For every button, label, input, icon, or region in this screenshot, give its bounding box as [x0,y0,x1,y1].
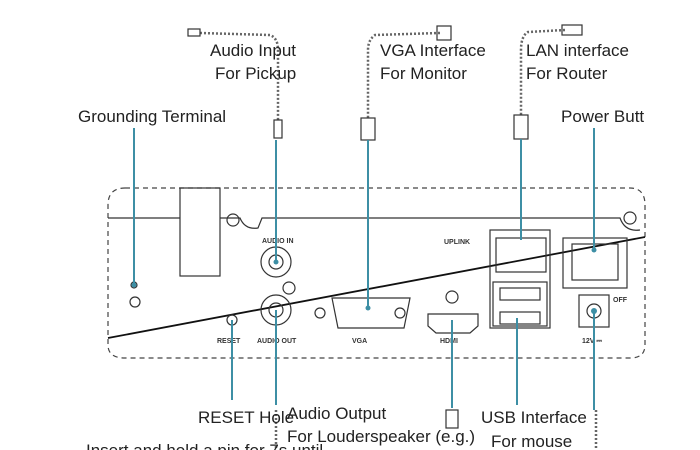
vga-panel-label: VGA [352,338,367,345]
usb-plug-icon [445,409,459,429]
vga-label: VGA Interface [380,41,486,60]
usb-ports [492,281,548,327]
uplink-label: UPLINK [444,239,470,246]
power-in-label: 12V ⎓ [582,338,602,345]
device-outline [107,187,646,359]
reset-hole-label: RESET Hole [198,408,294,427]
device-top-edge [108,217,641,231]
reset-note: Insert and hold a pin for 7s until [86,441,323,450]
audio-input-sublabel: For Pickup [215,64,296,83]
screw-icon [129,211,637,308]
vga-sublabel: For Monitor [380,64,467,83]
audio-output-label: Audio Output [287,404,387,423]
off-label: OFF [613,297,628,304]
vga-port [331,297,411,329]
cut-line [107,236,646,339]
lan-sublabel: For Router [526,64,608,83]
audio-output-sublabel: For Louderspeaker (e.g.) [287,427,475,446]
audio-input-cable [187,28,283,139]
audio-input-label: Audio Input [210,41,296,60]
network-usb-block [489,229,551,329]
lan-port [495,237,547,273]
hdmi-panel-label: HDMI [440,338,458,345]
power-button-label: Power Butt [561,107,644,126]
antenna-bracket [179,187,221,277]
lan-label: LAN interface [526,41,629,60]
usb-sublabel: For mouse [491,432,572,450]
hdmi-port [427,313,479,334]
usb-label: USB Interface [481,408,587,427]
reset-panel-label: RESET [217,338,241,345]
leader-lines [131,128,597,410]
audio-in-label: AUDIO IN [262,238,294,245]
grounding-label: Grounding Terminal [78,107,226,126]
